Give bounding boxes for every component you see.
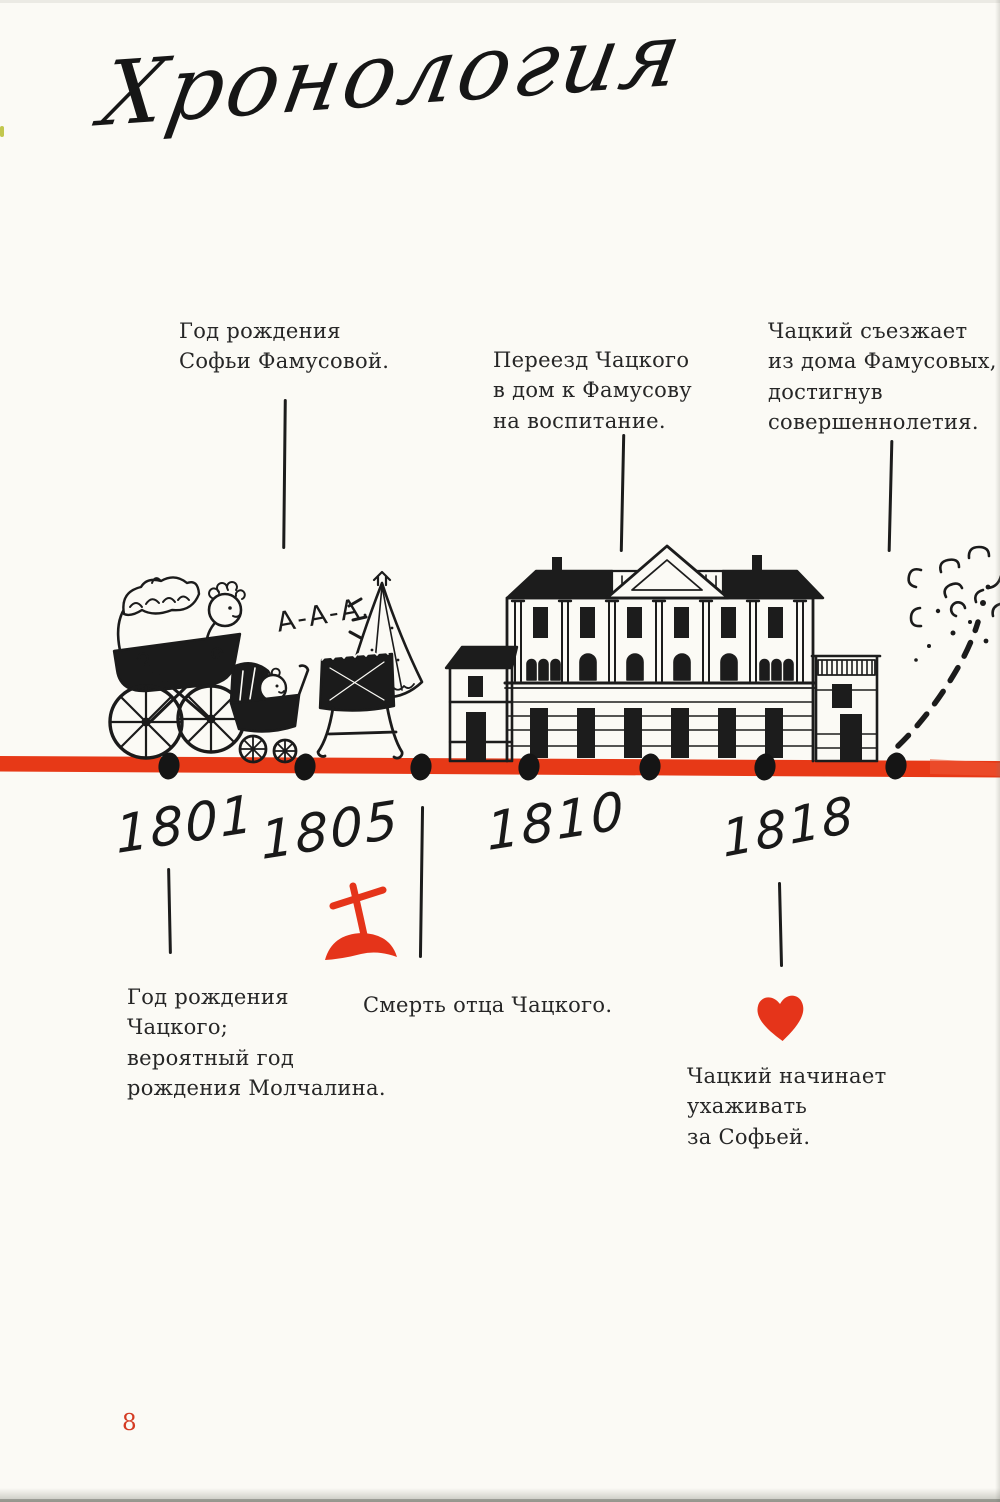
annotation-leaves-famusov: Чацкий съезжает из дома Фамусовых, дости… [768, 319, 997, 435]
mansion-icon [444, 544, 882, 763]
year-1805: 1805 [259, 789, 402, 873]
page-edge-bottom [0, 1488, 1000, 1502]
timeline-dots [158, 752, 907, 781]
large-pram-icon [108, 576, 246, 760]
page-number: 8 [122, 1410, 137, 1436]
page-edge-right [995, 0, 1000, 1502]
dust-clouds-icon [907, 545, 1000, 662]
grave-cross-icon [325, 882, 397, 960]
scan-artifact [0, 126, 4, 137]
timeline-dot [158, 752, 180, 780]
heart-icon [757, 995, 804, 1041]
timeline-dot [294, 753, 316, 781]
connector-line-1801 [167, 867, 172, 955]
annotation-move-to-famusov: Переезд Чацкого в дом к Фамусову на восп… [493, 348, 692, 433]
cradle-icon [316, 570, 424, 760]
year-1801: 1801 [114, 783, 257, 867]
baby-cry: А-А-А [274, 593, 368, 640]
timeline-dot [639, 753, 661, 781]
small-pram-icon [229, 662, 310, 764]
timeline-dot [754, 753, 776, 781]
connector-line-death [418, 805, 425, 959]
page-edge-bottom-line [0, 1499, 1000, 1502]
departure-arc-icon [895, 584, 991, 749]
annotation-sofia-birth: Год рождения Софьи Фамусовой. [179, 319, 390, 374]
timeline-dot [410, 753, 432, 781]
timeline-dot [518, 753, 540, 781]
year-1818: 1818 [719, 785, 858, 869]
page-edge-top [0, 0, 1000, 3]
annotation-father-death: Смерть отца Чацкого. [363, 993, 613, 1017]
annotation-chatsky-birth: Год рождения Чацкого; вероятный год рожд… [127, 985, 386, 1101]
timeline-dot [885, 752, 907, 780]
page-title: Хронология [93, 1, 692, 147]
illustration-band: А-А-А [0, 544, 1000, 781]
connector-line-sofia [282, 398, 287, 550]
shout-marks-icon [347, 597, 368, 640]
connector-line-1818 [777, 881, 784, 968]
annotation-courtship: Чацкий начинает ухаживать за Софьей. [687, 1064, 887, 1149]
year-1810: 1810 [485, 780, 628, 864]
